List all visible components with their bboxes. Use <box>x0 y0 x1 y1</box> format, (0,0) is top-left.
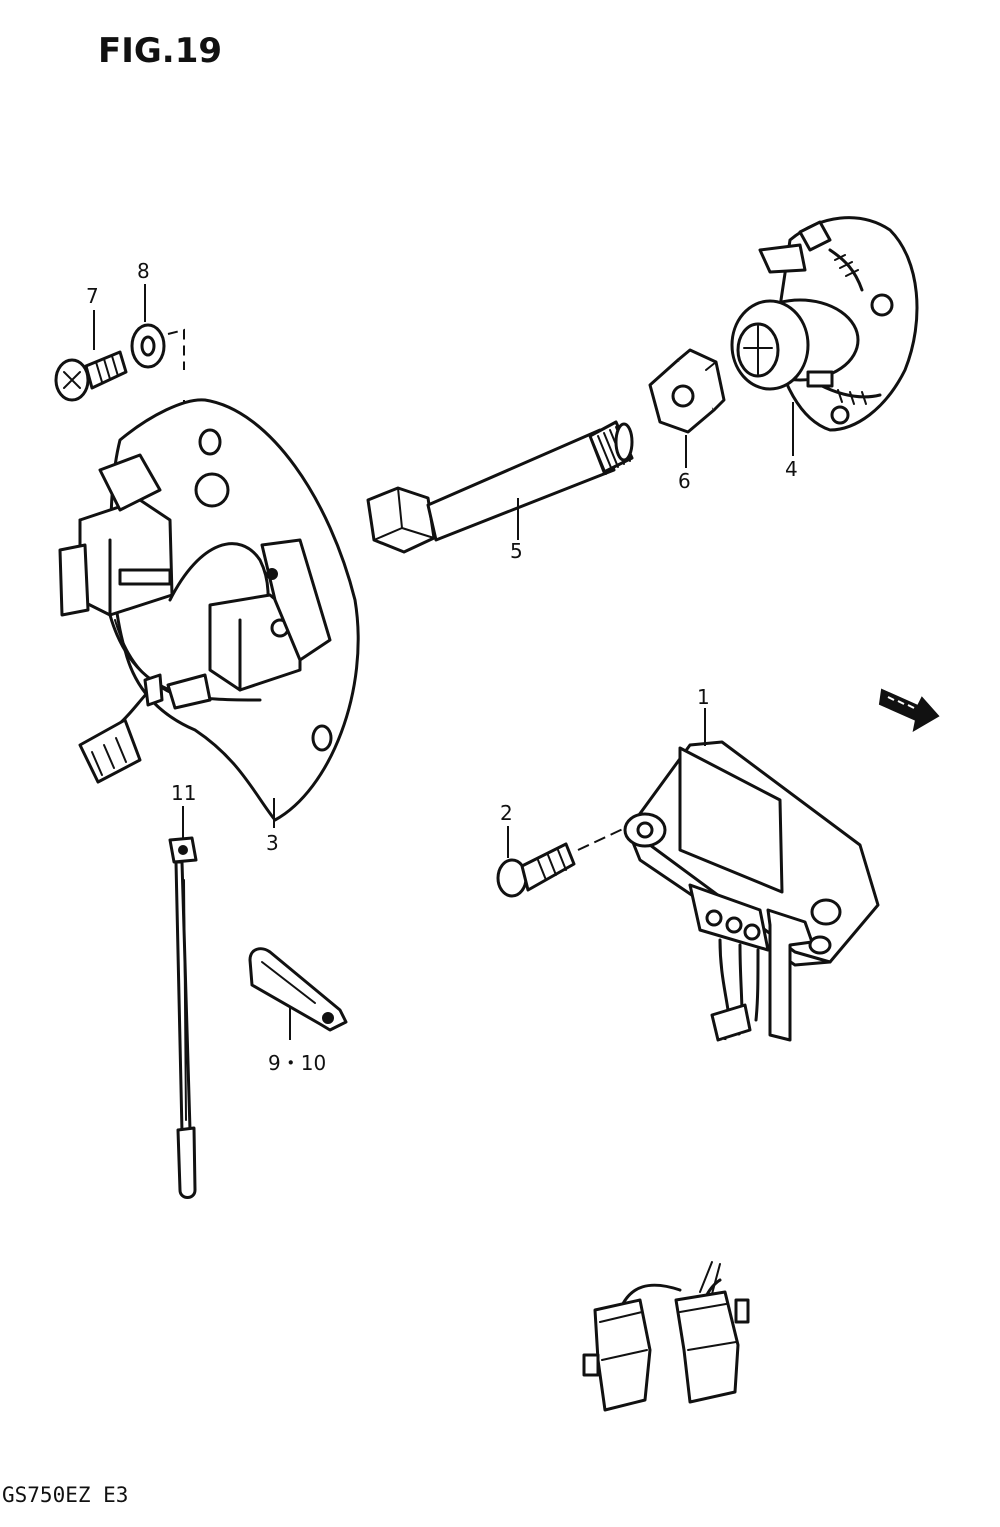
callout-2: 2 <box>500 801 513 825</box>
front-arrow-icon <box>878 688 940 732</box>
part-7-screw <box>54 350 128 402</box>
part-3-signal-generator <box>48 398 360 834</box>
part-5-bolt <box>366 420 634 554</box>
callout-9-10: 9・10 <box>268 1051 326 1075</box>
callout-4: 4 <box>785 457 798 481</box>
callout-11: 11 <box>171 781 196 805</box>
part-4-advancer <box>730 216 919 432</box>
model-code: GS750EZ E3 <box>2 1483 128 1507</box>
figure-title: FIG.19 <box>98 31 222 71</box>
callout-1: 1 <box>697 685 710 709</box>
part-1-igniter-unit <box>582 740 880 1412</box>
callout-7: 7 <box>86 284 99 308</box>
callout-6: 6 <box>678 469 691 493</box>
part-11-cable-tie <box>168 836 198 1199</box>
part-9-10-clamp <box>248 947 348 1032</box>
callout-3: 3 <box>266 831 279 855</box>
callout-5: 5 <box>510 539 523 563</box>
assembly-line-2 <box>577 827 626 851</box>
callout-8: 8 <box>137 259 150 283</box>
part-8-washer <box>130 323 166 369</box>
part-6-nut <box>648 348 726 434</box>
part-2-screw <box>496 842 576 898</box>
